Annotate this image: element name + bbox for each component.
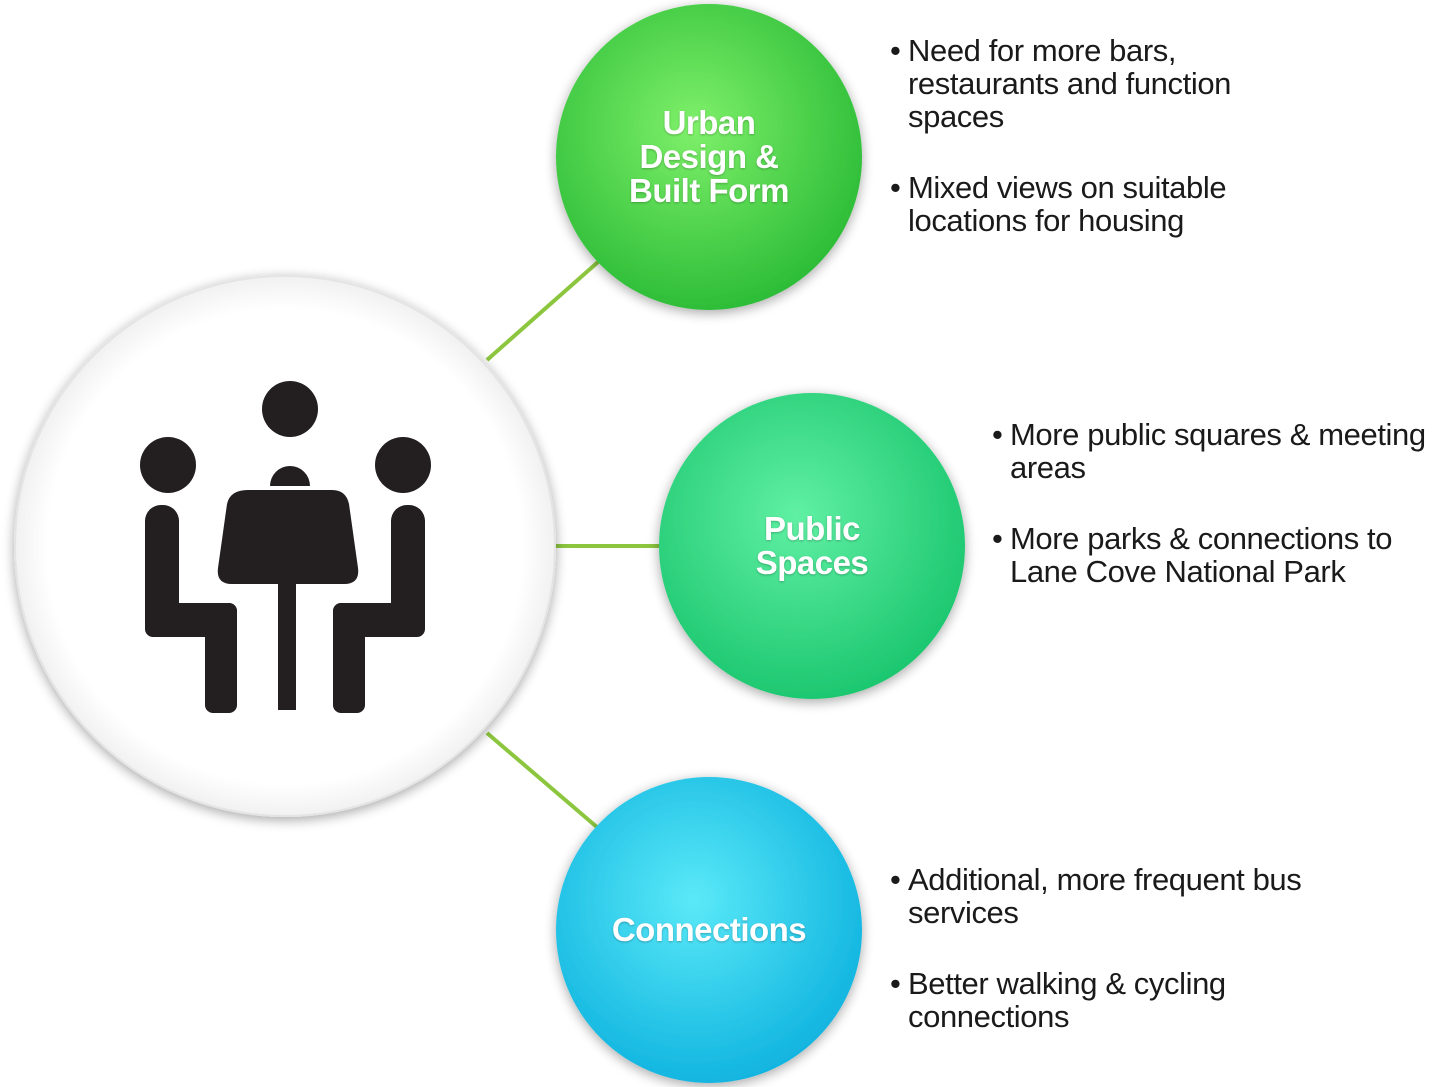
bullets-connections: Additional, more frequent bus services B… [890, 863, 1330, 1071]
central-hub [14, 275, 556, 817]
bubble-public-spaces [659, 393, 965, 699]
bullet-item: Better walking & cycling connections [890, 967, 1330, 1033]
connector-connections [485, 731, 600, 830]
bubble-label-public-spaces: Public Spaces [755, 510, 869, 581]
bubble-label-connections: Connections [611, 911, 807, 948]
bubble-label-urban-design: Urban Design & Built Form [629, 104, 789, 209]
bullet-item: More public squares & meeting areas [992, 418, 1432, 484]
bullet-item: Need for more bars, restaurants and func… [890, 34, 1320, 133]
bubble-connections [556, 777, 862, 1083]
topic-bubbles [556, 4, 965, 1083]
meeting-table-icon [140, 381, 431, 713]
connector-urban-design [485, 260, 600, 362]
bullet-item: Additional, more frequent bus services [890, 863, 1330, 929]
bullets-urban-design: Need for more bars, restaurants and func… [890, 34, 1320, 275]
bullet-item: Mixed views on suitable locations for ho… [890, 171, 1320, 237]
bullet-item: More parks & connections to Lane Cove Na… [992, 522, 1432, 588]
bullets-public-spaces: More public squares & meeting areas More… [992, 418, 1432, 626]
bubble-urban-design [556, 4, 862, 310]
connector-lines [485, 260, 663, 830]
